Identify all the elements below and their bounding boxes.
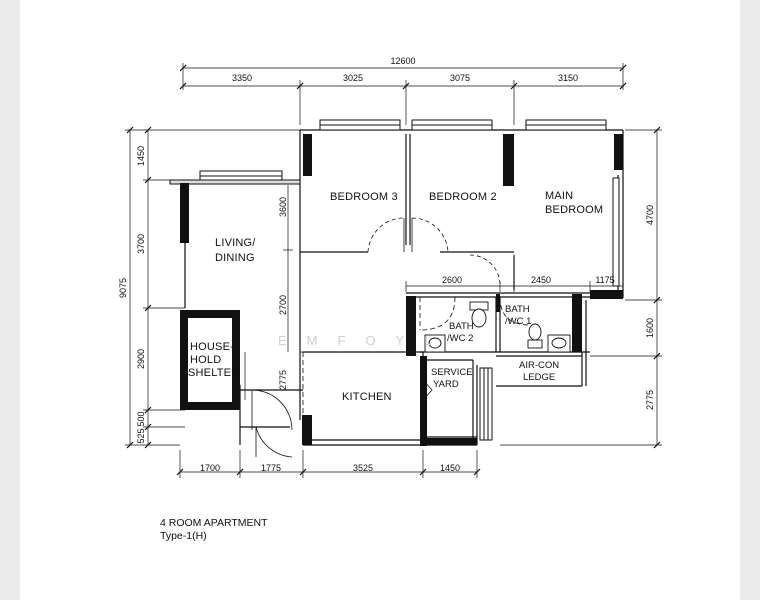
dim-left-total: 9075 [118, 278, 128, 298]
plan-caption: 4 ROOM APARTMENT Type-1(H) [160, 517, 268, 543]
room-labels: BEDROOM 3 BEDROOM 2 MAIN BEDROOM LIVING/… [188, 190, 603, 403]
dim-left-5: 525 [136, 428, 146, 443]
dashed-lines [300, 258, 531, 420]
dim-overall-width: 12600 [390, 56, 415, 66]
label-bath1-1: BATH [505, 304, 530, 315]
dim-bath1-width: 2450 [531, 275, 551, 285]
label-bedroom3: BEDROOM 3 [330, 191, 398, 203]
dim-top-2: 3025 [343, 73, 363, 83]
label-shelter-2: HOLD [190, 354, 221, 366]
dim-top-1: 3350 [232, 73, 252, 83]
dim-right-3: 2775 [645, 390, 655, 410]
dim-bottom-4: 1450 [440, 463, 460, 473]
bath-fixtures [424, 301, 571, 353]
dim-bottom-1: 1700 [200, 463, 220, 473]
label-bath2-2: /WC 2 [447, 333, 473, 344]
walls-thick [180, 134, 623, 446]
dim-top-3: 3075 [450, 73, 470, 83]
label-main-bedroom-2: BEDROOM [545, 204, 603, 216]
label-kitchen: KITCHEN [342, 391, 392, 403]
label-bath2-1: BATH [449, 321, 474, 332]
label-aircon-2: LEDGE [523, 372, 555, 383]
label-living-2: DINING [215, 252, 255, 264]
windows [169, 119, 620, 441]
dim-left-1: 1450 [136, 146, 146, 166]
dim-right-2: 1600 [645, 318, 655, 338]
dim-bath2-width: 2600 [442, 275, 462, 285]
dim-top-4: 3150 [558, 73, 578, 83]
watermark: EMFOYL [278, 333, 451, 348]
dim-left-3: 2900 [136, 349, 146, 369]
dim-bottom-3: 3525 [353, 463, 373, 473]
label-shelter-3: SHELTER [188, 367, 239, 379]
label-service-2: YARD [433, 379, 459, 390]
dim-living-top: 3600 [278, 197, 288, 217]
dim-living-mid: 2700 [278, 295, 288, 315]
dim-left-2: 3700 [136, 234, 146, 254]
caption-type: Type-1(H) [160, 530, 207, 542]
dim-shelter-side: 2775 [278, 370, 288, 390]
label-main-bedroom-1: MAIN [545, 190, 573, 202]
label-living-1: LIVING/ [215, 237, 256, 249]
dim-left-4: 500 [136, 411, 146, 426]
dim-right-1: 4700 [645, 205, 655, 225]
label-shelter-1: HOUSE- [190, 341, 234, 353]
dim-bottom-2: 1775 [261, 463, 281, 473]
label-service-1: SERVICE [431, 367, 473, 378]
drawing-sheet [20, 0, 740, 600]
dimension-labels: 12600 3350 3025 3075 3150 1700 1775 3525… [118, 56, 655, 473]
label-bath1-2: /WC 1 [505, 316, 531, 327]
caption-title: 4 ROOM APARTMENT [160, 517, 268, 529]
label-bedroom2: BEDROOM 2 [429, 191, 497, 203]
dim-main-bed-offset: 1175 [595, 275, 614, 285]
label-aircon-1: AIR-CON [519, 360, 559, 371]
door-swings [251, 217, 501, 458]
dimension-ticks [126, 64, 661, 476]
